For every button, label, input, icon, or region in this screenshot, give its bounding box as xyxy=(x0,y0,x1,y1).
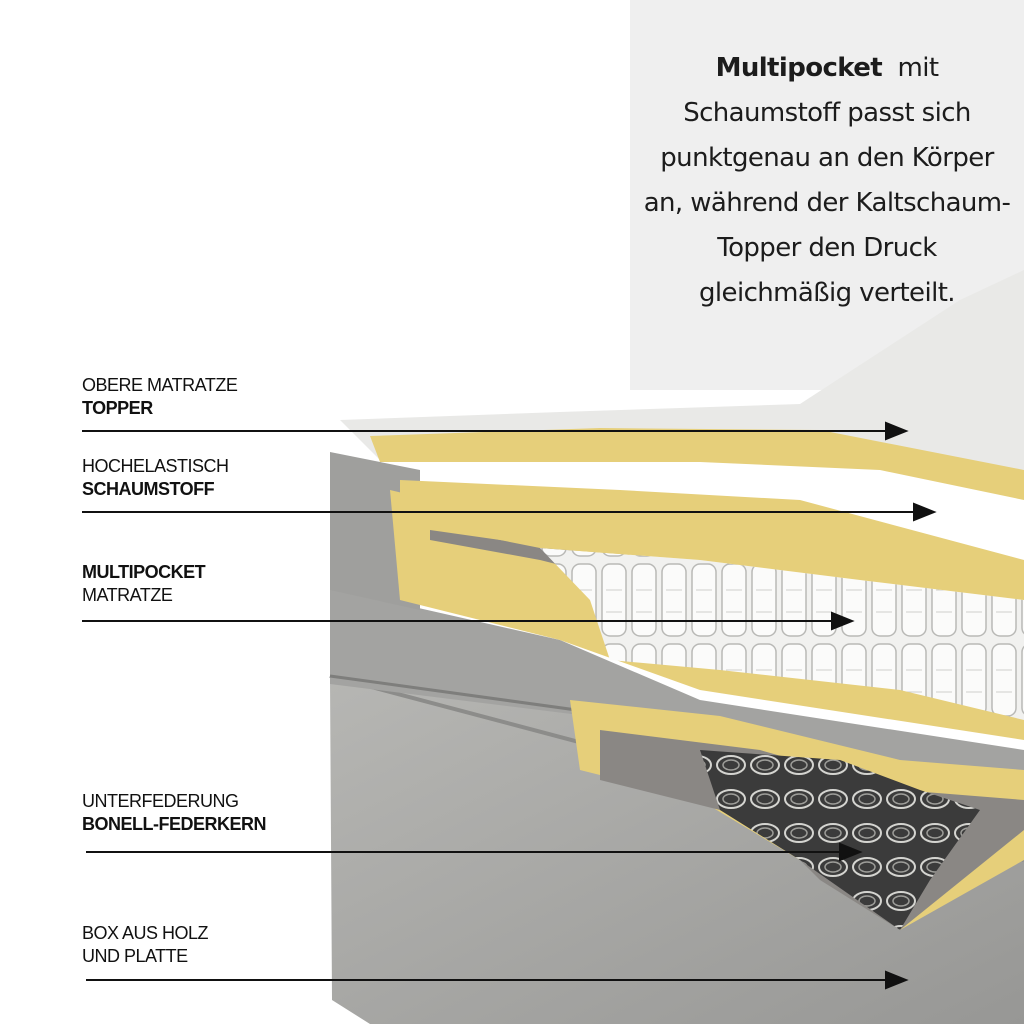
callout-arrows xyxy=(82,421,937,990)
label-bonell-line-1: UNTERFEDERUNG xyxy=(82,791,239,811)
label-topper: OBERE MATRATZE TOPPER xyxy=(82,374,238,420)
label-box-line-2: UND PLATTE xyxy=(82,946,188,966)
label-topper-line-2: TOPPER xyxy=(82,398,153,418)
label-box: BOX AUS HOLZ UND PLATTE xyxy=(82,922,209,968)
label-bonell: UNTERFEDERUNG BONELL-FEDERKERN xyxy=(82,790,267,836)
pocket-spring-core xyxy=(540,548,1024,720)
arrow-multipocket-head xyxy=(831,611,855,631)
description-bold-lead: Multipocket xyxy=(715,53,883,83)
arrow-bonell-head xyxy=(839,842,863,862)
label-foam-line-1: HOCHELASTISCH xyxy=(82,456,229,476)
description-line-2: Schaumstoff passt sich xyxy=(683,98,971,128)
description-line-6: gleichmäßig verteilt. xyxy=(699,278,956,308)
arrow-box-head xyxy=(885,970,909,990)
description-line-1-rest: mit xyxy=(897,53,939,83)
label-multipocket-line-1: MULTIPOCKET xyxy=(82,562,206,582)
foam-top-layer xyxy=(400,480,1024,600)
description-line-3: punktgenau an den Körper xyxy=(660,143,994,173)
label-multipocket-line-2: MATRATZE xyxy=(82,585,173,605)
description-line-1: Multipocket mit xyxy=(630,46,1024,91)
bonell-spring-core xyxy=(700,750,980,930)
description-line-4: an, während der Kaltschaum- xyxy=(643,188,1011,218)
topper-white-cover xyxy=(340,270,1024,470)
label-topper-line-1: OBERE MATRATZE xyxy=(82,375,238,395)
label-multipocket: MULTIPOCKET MATRATZE xyxy=(82,561,206,607)
label-bonell-line-2: BONELL-FEDERKERN xyxy=(82,814,267,834)
label-box-line-1: BOX AUS HOLZ xyxy=(82,923,209,943)
arrow-topper-head xyxy=(885,421,909,441)
arrow-foam-head xyxy=(913,502,937,522)
description-text: Multipocket mit Schaumstoff passt sich p… xyxy=(630,46,1024,316)
label-foam-line-2: SCHAUMSTOFF xyxy=(82,479,215,499)
label-foam: HOCHELASTISCH SCHAUMSTOFF xyxy=(82,455,229,501)
description-line-5: Topper den Druck xyxy=(717,233,937,263)
topper-yellow-core xyxy=(370,428,1024,500)
